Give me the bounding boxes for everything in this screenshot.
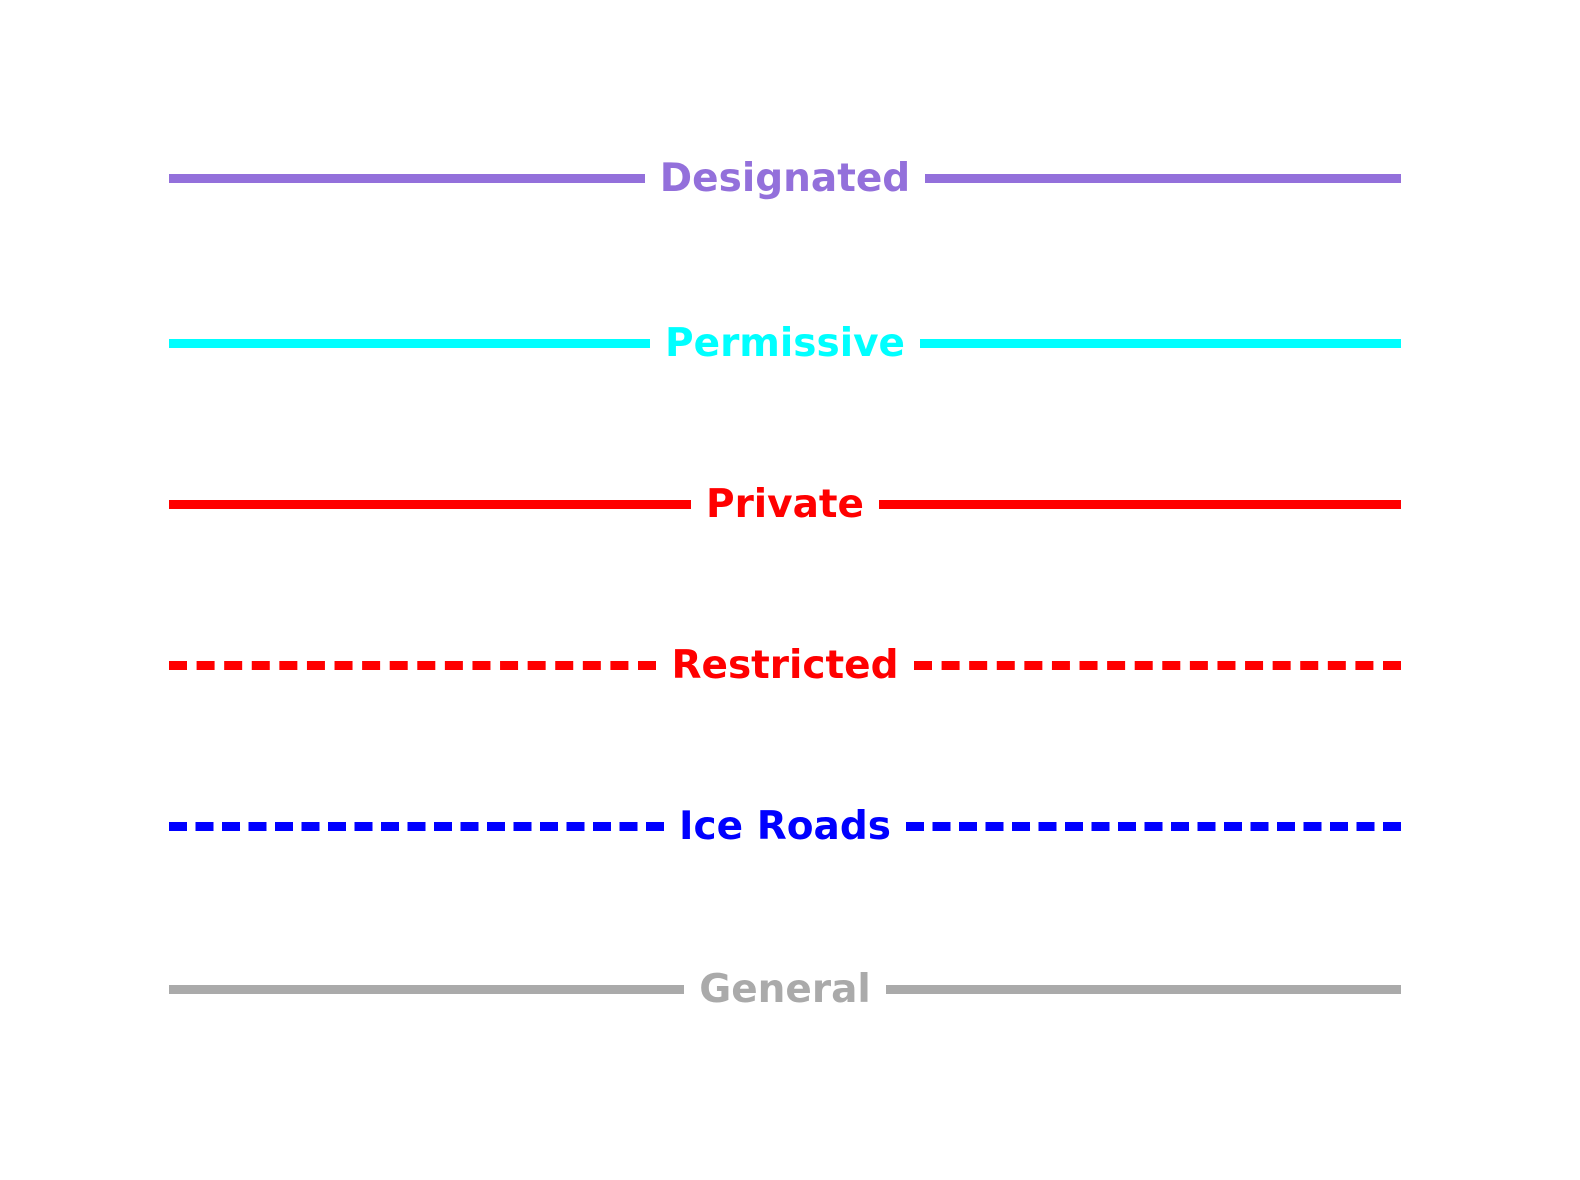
legend-entry-ice-roads: Ice Roads bbox=[169, 796, 1401, 856]
legend-line-right-private bbox=[879, 499, 1401, 509]
legend-line-right-general bbox=[885, 984, 1402, 994]
legend-label-designated: Designated bbox=[659, 155, 911, 201]
legend-label-private: Private bbox=[705, 481, 865, 527]
legend-label-restricted: Restricted bbox=[671, 642, 899, 688]
legend-entry-general: General bbox=[169, 959, 1402, 1019]
legend-entry-designated: Designated bbox=[169, 148, 1402, 208]
legend-line-left-permissive bbox=[169, 338, 651, 348]
legend-label-permissive: Permissive bbox=[665, 320, 905, 366]
legend-line-right-designated bbox=[925, 173, 1402, 183]
legend-label-ice-roads: Ice Roads bbox=[679, 803, 891, 849]
legend-entry-private: Private bbox=[169, 474, 1401, 534]
legend-line-right-ice-roads bbox=[905, 821, 1401, 831]
legend-line-left-restricted bbox=[169, 660, 657, 670]
legend-entry-restricted: Restricted bbox=[169, 635, 1402, 695]
legend-line-left-ice-roads bbox=[169, 821, 665, 831]
legend-line-right-restricted bbox=[913, 660, 1402, 670]
legend-entry-permissive: Permissive bbox=[169, 313, 1402, 373]
legend-line-left-general bbox=[169, 984, 685, 994]
legend-line-right-permissive bbox=[919, 338, 1402, 348]
legend-label-general: General bbox=[699, 966, 871, 1012]
legend-line-left-designated bbox=[169, 173, 645, 183]
legend-line-left-private bbox=[169, 499, 691, 509]
